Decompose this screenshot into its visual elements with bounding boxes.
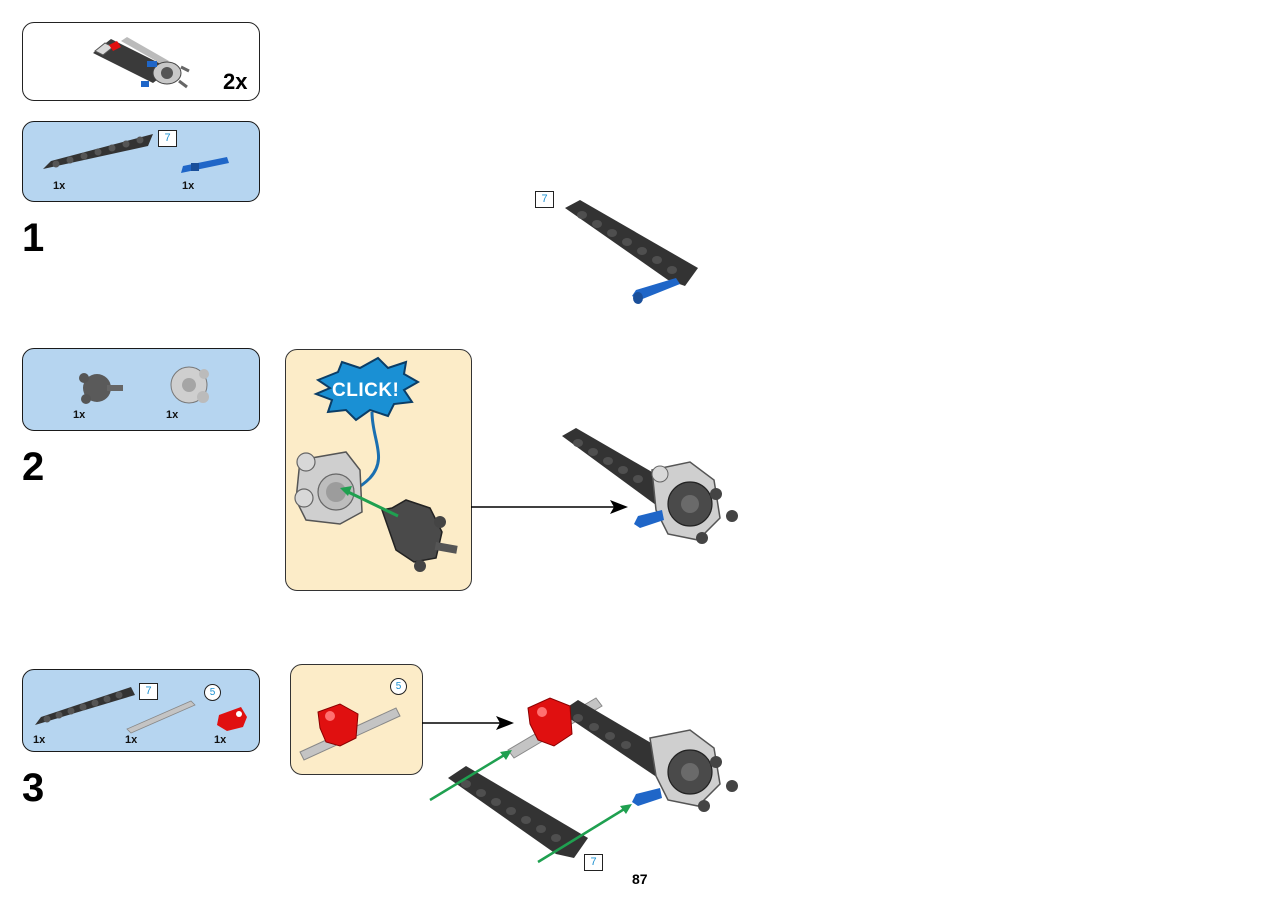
assembly-length-tag-step-3: 7 [584, 854, 603, 871]
submodel-box: 2x [22, 22, 260, 101]
qty-red-cross-block: 1x [214, 734, 227, 746]
length-tag-axle-5: 5 [204, 684, 221, 701]
length-tag-beam-7-step-3: 7 [139, 683, 158, 700]
submodel-multiplier: 2x [223, 69, 248, 94]
qty-axle-5: 1x [125, 734, 138, 746]
parts-list-step-2: 1x 1x [22, 348, 260, 431]
parts-images-step-1 [43, 134, 229, 173]
parts-images-step-3 [35, 687, 247, 734]
click-label: CLICK! [332, 380, 400, 401]
parts-images-step-2 [79, 366, 209, 404]
qty-beam-7-step-3: 1x [33, 734, 46, 746]
step-number-3: 3 [22, 766, 45, 810]
callout-length-tag-axle-5: 5 [390, 678, 407, 695]
qty-blue-axle-pin: 1x [182, 180, 195, 192]
step-number-2: 2 [22, 445, 45, 489]
submodel-image [93, 37, 190, 89]
length-tag-beam-7: 7 [158, 130, 177, 147]
page-number: 87 [632, 871, 648, 887]
qty-beam-7: 1x [53, 180, 66, 192]
step-number-1: 1 [22, 216, 45, 260]
parts-list-step-1: 7 1x 1x [22, 121, 260, 202]
qty-light-gray-socket: 1x [166, 409, 179, 421]
parts-list-step-3: 7 5 1x 1x 1x [22, 669, 260, 752]
qty-dark-gray-joint: 1x [73, 409, 86, 421]
assembly-length-tag-step-1: 7 [535, 191, 554, 208]
